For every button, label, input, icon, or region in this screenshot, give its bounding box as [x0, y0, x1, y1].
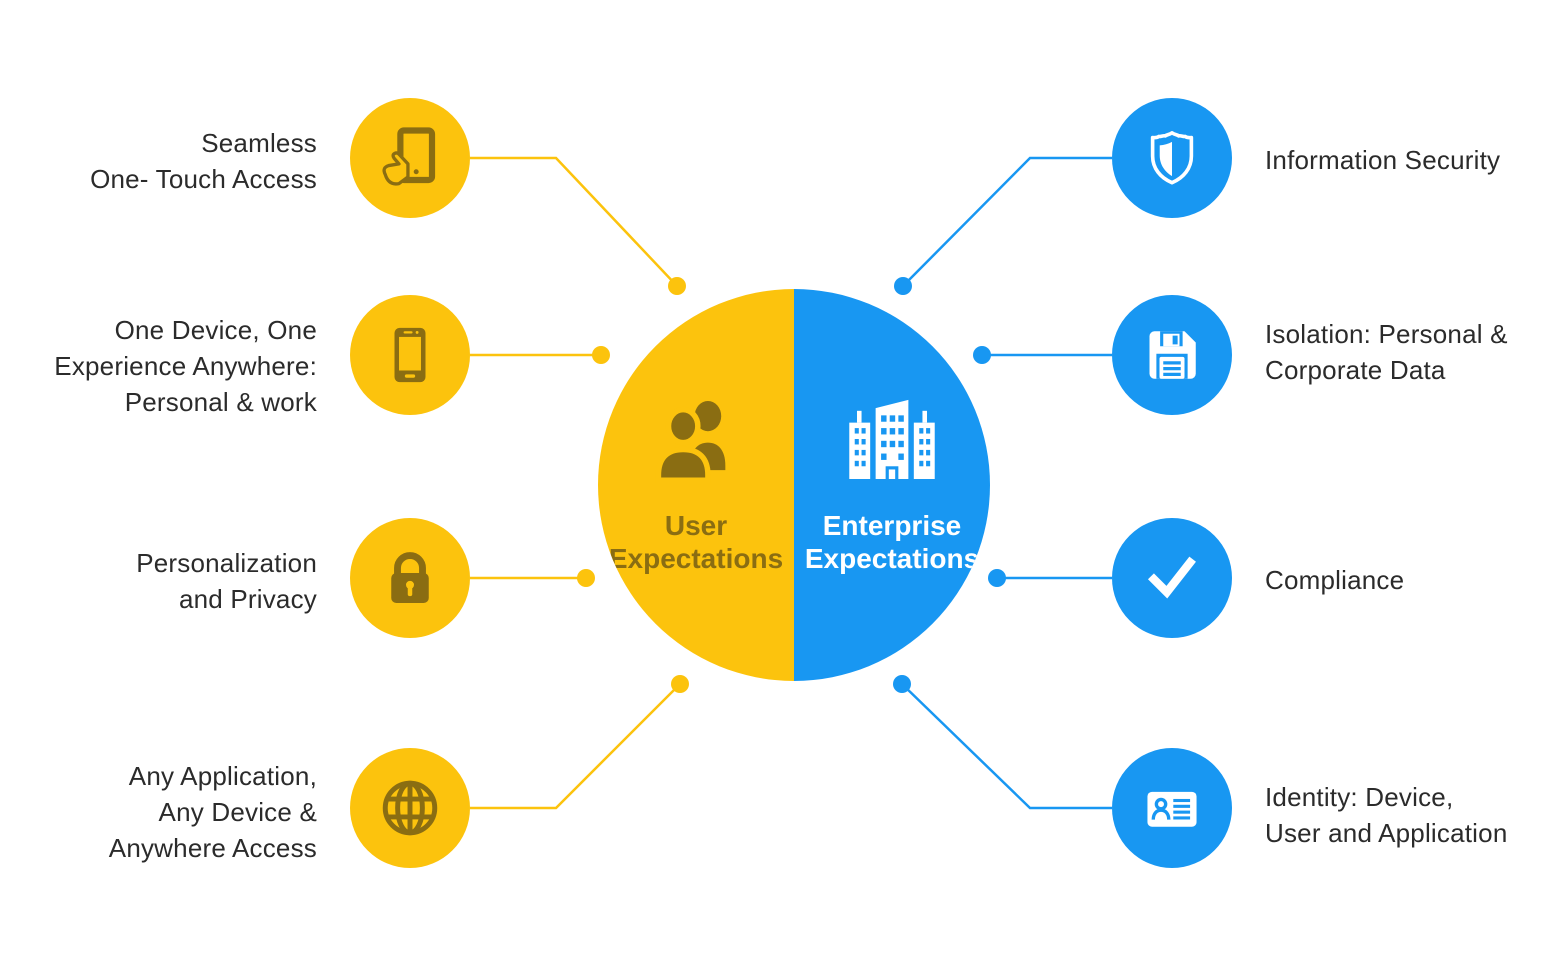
circle-personalization — [350, 518, 470, 638]
user-expectations-title: User Expectations — [609, 509, 783, 575]
label-line: Personalization — [136, 548, 317, 578]
label-isolation-personal-corporate-data: Isolation: Personal & Corporate Data — [1265, 316, 1508, 388]
node-dot — [973, 346, 991, 364]
label-one-device-one-experience: One Device, One Experience Anywhere: Per… — [54, 312, 317, 420]
connector-right-4 — [901, 683, 1112, 810]
label-line: Isolation: Personal & — [1265, 319, 1508, 349]
node-dot — [894, 277, 912, 295]
label-line: Experience Anywhere: — [54, 351, 317, 381]
circle-one-device — [350, 295, 470, 415]
users-icon — [655, 400, 726, 483]
enterprise-expectations-title: Enterprise Expectations — [805, 509, 979, 575]
checkmark-icon — [1147, 556, 1196, 599]
floppy-disk-icon — [1149, 331, 1196, 379]
label-line: Corporate Data — [1265, 355, 1446, 385]
circle-compliance — [1112, 518, 1232, 638]
label-identity-device-user-application: Identity: Device, User and Application — [1265, 779, 1507, 851]
label-information-security: Information Security — [1265, 142, 1500, 178]
title-line: User — [664, 510, 728, 541]
title-line: Expectations — [608, 543, 784, 574]
circle-information-security — [1112, 98, 1232, 218]
node-dot — [988, 569, 1006, 587]
label-line: Anywhere Access — [108, 833, 317, 863]
label-line: and Privacy — [178, 584, 317, 614]
label-line: Seamless — [201, 128, 317, 158]
connector-left-4 — [470, 683, 681, 810]
node-dot — [671, 675, 689, 693]
id-card-icon — [1147, 791, 1197, 827]
buildings-icon — [849, 399, 935, 479]
label-line: Any Device & — [158, 797, 317, 827]
user-expectations-half: User Expectations — [598, 289, 794, 681]
label-line: Compliance — [1265, 565, 1405, 595]
label-compliance: Compliance — [1265, 562, 1404, 598]
label-any-application-any-device: Any Application, Any Device & Anywhere A… — [109, 758, 317, 866]
circle-isolation-data — [1112, 295, 1232, 415]
label-line: One Device, One — [114, 315, 317, 345]
node-dot — [577, 569, 595, 587]
smartphone-icon — [394, 327, 426, 383]
title-line: Expectations — [804, 543, 980, 574]
label-line: Any Application, — [128, 761, 317, 791]
enterprise-expectations-half: Enterprise Expectations — [794, 289, 990, 681]
globe-icon — [382, 780, 438, 836]
label-line: One- Touch Access — [90, 164, 317, 194]
central-expectations-circle: User Expectations — [598, 289, 990, 681]
title-line: Enterprise — [822, 510, 962, 541]
tablet-touch-icon — [382, 127, 436, 186]
circle-any-application — [350, 748, 470, 868]
node-dot — [668, 277, 686, 295]
label-line: Identity: Device, — [1265, 782, 1454, 812]
label-line: User and Application — [1265, 818, 1508, 848]
connector-right-1 — [902, 156, 1112, 287]
label-personalization-and-privacy: Personalization and Privacy — [136, 545, 317, 617]
circle-seamless-one-touch — [350, 98, 470, 218]
connector-left-1 — [470, 156, 678, 287]
padlock-icon — [391, 552, 429, 603]
circle-identity — [1112, 748, 1232, 868]
shield-icon — [1150, 131, 1194, 185]
label-line: Information Security — [1265, 145, 1501, 175]
node-dot — [893, 675, 911, 693]
label-line: Personal & work — [124, 387, 317, 417]
node-dot — [592, 346, 610, 364]
label-seamless-one-touch-access: Seamless One- Touch Access — [90, 125, 317, 197]
